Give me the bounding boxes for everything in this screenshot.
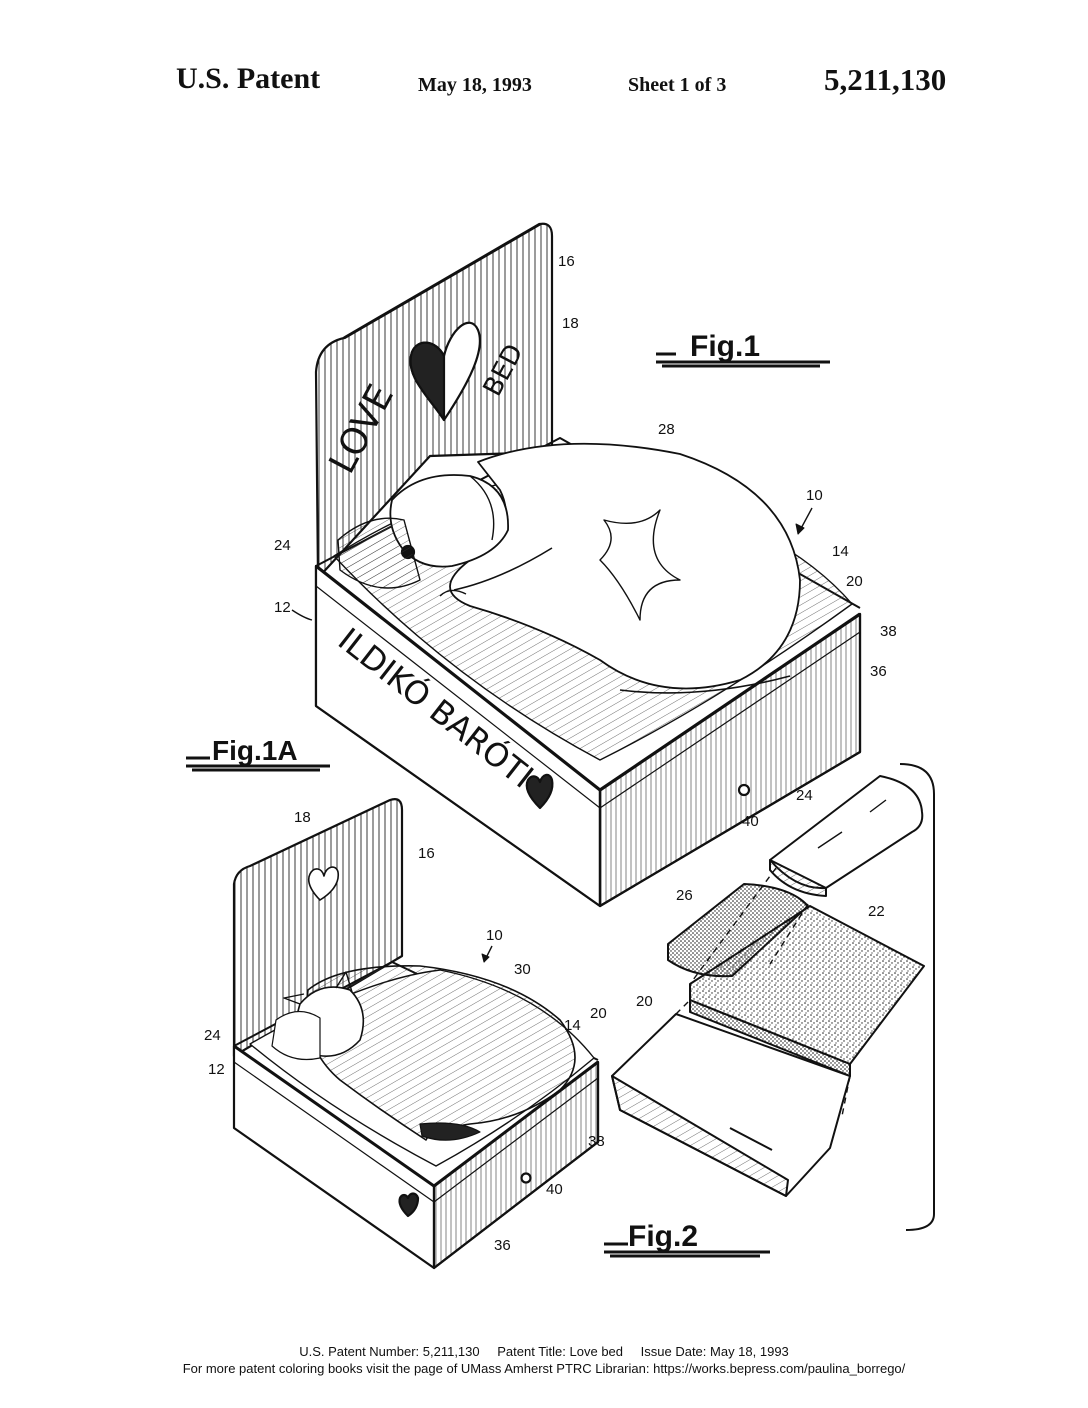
ref-fig1-40: 40: [742, 813, 759, 830]
ref-fig2-20: 20: [636, 993, 653, 1010]
fig1-front-heart-icon: [525, 773, 554, 810]
fig1a-headboard: [232, 798, 404, 1058]
fig1-label-text: Fig.1: [690, 330, 760, 363]
ref-fig1a-24: 24: [204, 1027, 221, 1044]
patent-header-date: May 18, 1993: [418, 74, 532, 96]
fig2-label: Fig.2: [604, 1220, 770, 1258]
fig1a-label: Fig.1A: [186, 735, 330, 772]
ref-fig2-24: 24: [796, 787, 813, 804]
fig1a-heart-icon: [307, 866, 340, 901]
ref-fig1a-20: 20: [590, 1005, 607, 1022]
ref-fig1a-38: 38: [588, 1133, 605, 1150]
ref-fig1-14: 14: [832, 543, 849, 560]
fig2-label-text: Fig.2: [628, 1220, 698, 1253]
fig1-label: Fig.1: [656, 330, 830, 368]
ref-fig1-36: 36: [870, 663, 887, 680]
ref-fig1-38: 38: [880, 623, 897, 640]
ref-fig1a-40: 40: [546, 1181, 563, 1198]
figure-1-bed: [291, 222, 862, 908]
ref-fig1a-12: 12: [208, 1061, 225, 1078]
footer-credit: For more patent coloring books visit the…: [182, 1361, 906, 1376]
ref-fig1a-36: 36: [494, 1237, 511, 1254]
ref-fig1a-30: 30: [514, 961, 531, 978]
ref-fig2-22: 22: [868, 903, 885, 920]
ref-fig1-20: 20: [846, 573, 863, 590]
fig1-pillow: [337, 517, 421, 589]
ref-fig2-26: 26: [676, 887, 693, 904]
ref-fig1a-18: 18: [294, 809, 311, 826]
ref-fig1-16: 16: [558, 253, 575, 270]
figure-2-exploded-parts: [611, 763, 935, 1231]
patent-header-number: 5,211,130: [824, 62, 947, 97]
fig2-pad: [689, 905, 925, 1065]
patent-header-sheet: Sheet 1 of 3: [628, 74, 727, 96]
ref-fig1a-14: 14: [564, 1017, 581, 1034]
fig1a-label-text: Fig.1A: [212, 735, 298, 766]
footer-citation: U.S. Patent Number: 5,211,130 Patent Tit…: [0, 1344, 1088, 1359]
fig1-dog-illustration: [389, 442, 801, 694]
footer-patent-number: U.S. Patent Number: 5,211,130: [299, 1344, 480, 1359]
fig1-knob: [737, 783, 751, 797]
fig1a-knob: [520, 1172, 532, 1184]
footer-issue-date: Issue Date: May 18, 1993: [640, 1344, 789, 1359]
figure-1a-bed: [232, 798, 600, 1270]
fig1a-pillow: [271, 1010, 321, 1061]
ref-fig1-28: 28: [658, 421, 675, 438]
patent-header-title: U.S. Patent: [176, 62, 321, 95]
ref-fig1a-16: 16: [418, 845, 435, 862]
ref-fig1-24: 24: [274, 537, 291, 554]
fig1a-front-heart-icon: [398, 1192, 420, 1218]
ref-fig1-10: 10: [806, 487, 823, 504]
ref-fig1-18: 18: [562, 315, 579, 332]
ref-fig1-12: 12: [274, 599, 291, 616]
footer-patent-title: Patent Title: Love bed: [497, 1344, 624, 1359]
ref-fig1a-10: 10: [486, 927, 503, 944]
